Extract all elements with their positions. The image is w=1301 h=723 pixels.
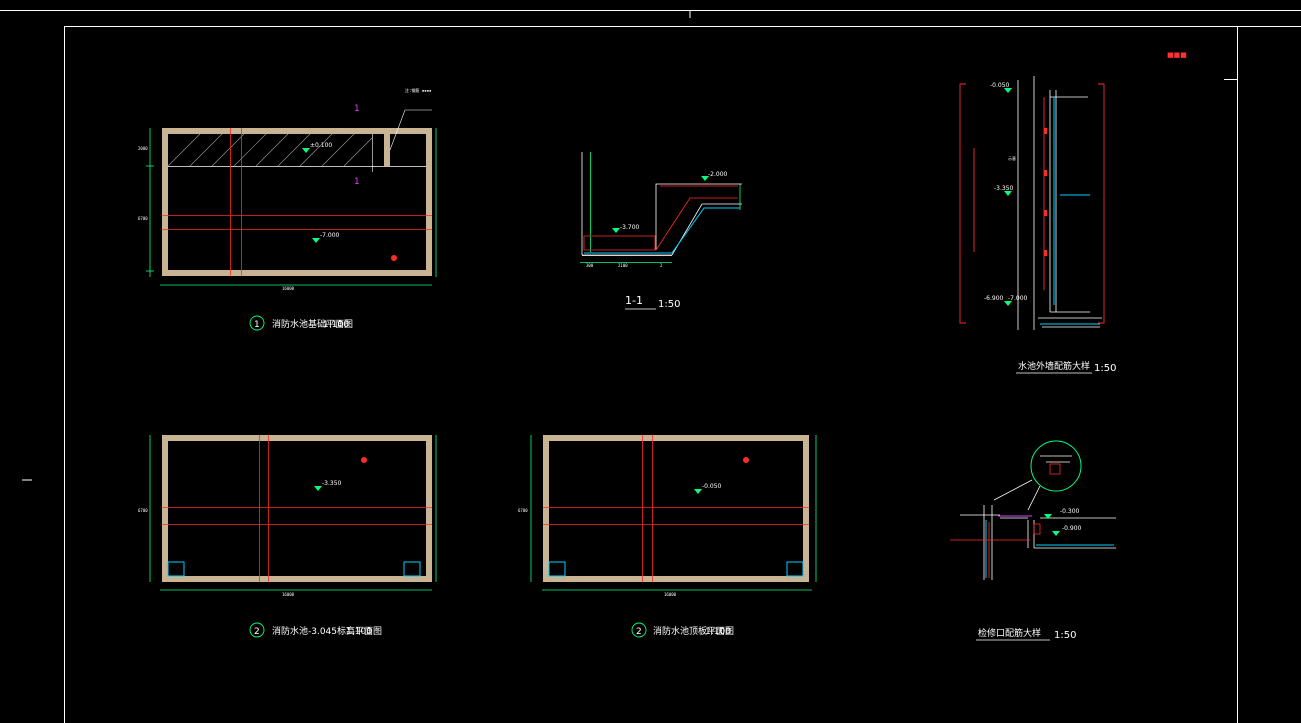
section-level-top: -2.000 <box>708 171 728 178</box>
wall-level-2: -3.350 <box>994 185 1014 192</box>
plan1-section-mark-top: 1 <box>354 104 360 114</box>
wall-detail-scale: 1:50 <box>1094 363 1116 374</box>
wall-mark: 示意 <box>1008 155 1016 161</box>
plan2-level-marker <box>314 486 322 491</box>
wall-detail-title: 水池外墙配筋大样 <box>1018 360 1090 372</box>
plan3-number: 2 <box>636 627 642 637</box>
wall-level-marker-2 <box>1004 191 1012 196</box>
section-dim-2: 2100 <box>618 263 628 268</box>
plan2-level: -3.350 <box>322 480 342 487</box>
plan3-dim-bottom: 16000 <box>664 592 677 597</box>
plan1-red-marker <box>391 255 397 261</box>
plan1-level-marker-bottom <box>312 238 320 243</box>
plan2-dim-bottom: 16000 <box>282 592 295 597</box>
plan3-level-marker <box>694 489 702 494</box>
wall-level-1: -0.050 <box>990 82 1010 89</box>
plan1-dim-left-top: 2000 <box>138 146 148 151</box>
hatch-detail-caption: 检修口配筋大样 1:50 <box>976 627 1076 641</box>
plan2-title: 消防水池-3.045标高平面图 <box>272 625 382 637</box>
hatch-level-marker-2 <box>1052 531 1060 536</box>
section-level-bottom: -3.700 <box>620 224 640 231</box>
wall-detail-caption: 水池外墙配筋大样 1:50 <box>1016 360 1116 374</box>
corner-red-mark: ■■■ <box>1167 51 1187 59</box>
hatch-detail-title: 检修口配筋大样 <box>978 627 1041 639</box>
hatch-detail-scale: 1:50 <box>1054 630 1076 641</box>
section-caption: 1-1 1:50 <box>625 294 680 310</box>
plan3-drawing[interactable]: -0.050 16000 6700 <box>518 435 817 597</box>
wall-detail-drawing[interactable]: -0.050 -3.350 -6.900 -7.000 示意 <box>959 76 1105 330</box>
plan1-section-mark-bottom: 1 <box>354 177 360 187</box>
section-1-1-drawing[interactable]: -3.700 -2.000 300 2100 2 <box>580 152 742 268</box>
plan2-drawing[interactable]: -3.350 16000 6700 <box>138 435 437 597</box>
section-level-marker-top <box>701 176 709 181</box>
wall-level-marker-1 <box>1004 88 1012 93</box>
wall-level-4: -7.000 <box>1008 295 1028 302</box>
plan2-caption: 2 消防水池-3.045标高平面图 1:100 <box>249 622 382 638</box>
section-label: 1-1 <box>625 294 643 307</box>
hatch-level-1: -0.300 <box>1060 508 1080 515</box>
hatch-level-marker-1 <box>1044 514 1052 519</box>
plan2-red-marker <box>361 457 367 463</box>
plan1-level-marker <box>302 148 310 153</box>
plan3-dim-side: 6700 <box>518 508 528 513</box>
wall-level-marker-3 <box>1004 301 1012 306</box>
section-dim-1: 300 <box>586 263 594 268</box>
plan2-dim-side: 6700 <box>138 508 148 513</box>
section-scale: 1:50 <box>658 299 680 310</box>
plan2-number: 2 <box>254 627 260 637</box>
plan1-scale: 1:100 <box>323 320 349 330</box>
plan1-dim-left-mid: 6700 <box>138 216 148 221</box>
plan3-red-marker <box>743 457 749 463</box>
drawing-frame <box>0 10 1301 723</box>
plan3-caption: 2 消防水池顶板平面图 1:100 <box>631 622 734 638</box>
hatch-level-2: -0.900 <box>1062 525 1082 532</box>
plan1-leader-note: 注:钢筋 ▪▪▪▪ <box>405 87 431 93</box>
plan1-level-slab: ±0.100 <box>310 142 332 149</box>
plan1-level-bottom: -7.000 <box>320 232 340 239</box>
plan1-dim-bottom: 16000 <box>282 286 295 291</box>
plan3-scale: 1:100 <box>705 627 731 637</box>
wall-level-3: -6.900 <box>984 295 1004 302</box>
plan3-title: 消防水池顶板平面图 <box>653 625 734 637</box>
plan1-number: 1 <box>254 320 260 330</box>
plan1-drawing[interactable]: 注:钢筋 ▪▪▪▪ ±0.100 -7.000 1 1 16000 2000 6… <box>138 87 437 291</box>
plan1-caption: 1 消防水池基础平面图 1:100 <box>249 315 353 331</box>
plan3-level: -0.050 <box>702 483 722 490</box>
section-dim-3: 2 <box>660 263 663 268</box>
plan1-title: 消防水池基础平面图 <box>272 318 353 330</box>
section-level-marker <box>612 228 620 233</box>
hatch-detail-drawing[interactable]: -0.300 -0.900 <box>950 440 1116 580</box>
plan2-scale: 1:100 <box>346 627 372 637</box>
